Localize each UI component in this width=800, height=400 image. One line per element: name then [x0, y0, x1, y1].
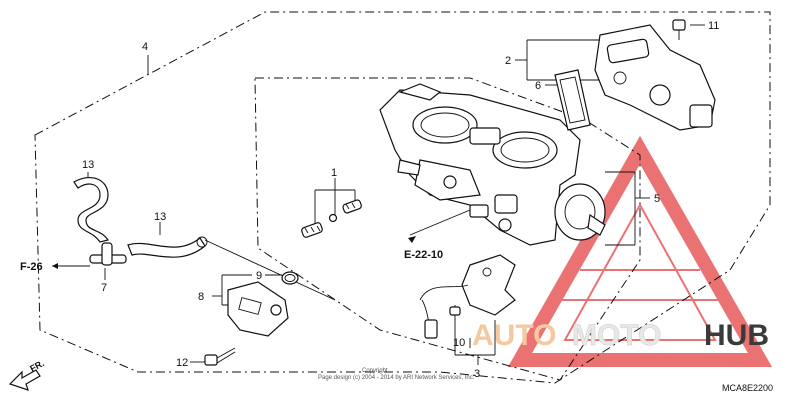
idle-air-control-valve	[594, 24, 716, 131]
watermark-text-hub: HUB	[704, 319, 769, 352]
label-part-12: 12	[176, 357, 188, 369]
copyright-line-2: Page design (c) 2004 - 2014 by ARI Netwo…	[318, 375, 475, 381]
assembly-1-outline	[254, 77, 641, 381]
map-sensor-8	[227, 281, 289, 337]
bolt-11	[672, 19, 686, 40]
sensor-bracket-3	[419, 254, 516, 339]
assembly-4-outline	[34, 11, 771, 384]
reference-e-22-10: E-22-10	[404, 249, 443, 261]
watermark-triangle	[507, 135, 773, 367]
label-part-3: 3	[474, 368, 480, 380]
watermark-text-moto: MOTO	[572, 319, 661, 352]
watermark-text-auto: AUTO	[472, 319, 556, 352]
figure-code: MCA8E2200	[722, 383, 773, 393]
label-part-6: 6	[535, 80, 541, 92]
joint-7	[89, 242, 127, 266]
label-part-1: 1	[331, 167, 337, 179]
bolt-12	[204, 347, 236, 366]
label-part-13-lower: 13	[154, 211, 166, 223]
reference-e-22-10-arrow	[408, 236, 416, 243]
label-part-13-upper: 13	[82, 159, 94, 171]
o-ring-9	[281, 271, 299, 285]
label-part-8: 8	[198, 291, 204, 303]
front-direction-arrow-icon	[8, 369, 41, 391]
front-direction-label: FR.	[28, 358, 45, 374]
label-part-10: 10	[453, 337, 465, 349]
throttle-body	[379, 83, 581, 246]
label-part-7: 7	[101, 282, 107, 294]
spring-set-1	[301, 199, 362, 238]
label-part-5: 5	[654, 193, 660, 205]
throttle-position-sensor	[554, 183, 606, 241]
gasket-6	[554, 69, 591, 131]
reference-f-26-arrow	[52, 263, 60, 269]
label-part-4: 4	[142, 41, 148, 53]
copyright-line-1: Copyright	[362, 368, 388, 374]
hose-13-lower	[127, 236, 208, 258]
label-part-11: 11	[708, 20, 719, 32]
hose-13-upper	[73, 177, 109, 243]
label-part-2: 2	[505, 55, 511, 67]
reference-f-26: F-26	[20, 261, 43, 273]
label-part-9: 9	[256, 270, 262, 282]
